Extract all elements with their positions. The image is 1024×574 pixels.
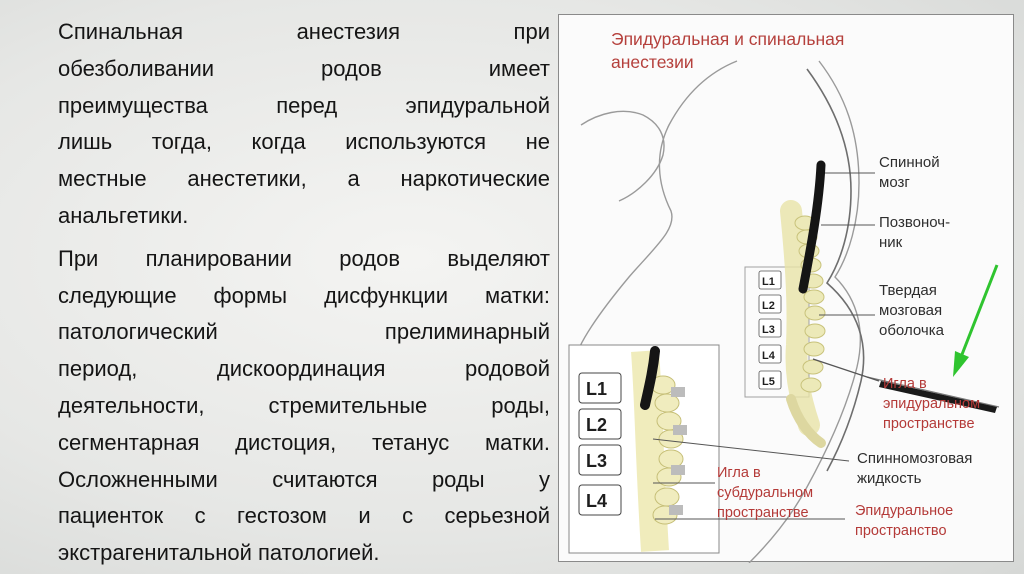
- label-spinal-cord: Спинной: [879, 154, 940, 171]
- label-spine: Позвоноч-: [879, 214, 950, 231]
- spinal-cord-catheter: [798, 160, 826, 294]
- text-line: сегментарная дистоция, тетанус матки.: [58, 429, 550, 455]
- text-line: период, дискоординация родовой: [58, 356, 550, 382]
- label-epidural-needle: пространстве: [883, 416, 975, 432]
- figure-title-line-1: Эпидуральная и спинальная: [611, 29, 844, 49]
- green-arrow-icon: [953, 264, 999, 377]
- label-spine: ник: [879, 234, 903, 251]
- text-line: обезболивании родов имеет: [58, 55, 550, 81]
- text-panel: Спинальная анестезия при обезболивании р…: [58, 14, 550, 572]
- vertebra-label-large: L3: [586, 451, 607, 471]
- anesthesia-figure: Эпидуральная и спинальная анестезии: [558, 14, 1014, 563]
- label-csf: жидкость: [857, 470, 922, 487]
- text-line: патологический прелиминарный: [58, 319, 550, 345]
- text-line: следующие формы дисфункции матки:: [58, 282, 550, 308]
- text-line: При планировании родов выделяют: [58, 245, 550, 271]
- text-line: пациенток с гестозом и с серьезной: [58, 503, 550, 529]
- text-line: Спинальная анестезия при: [58, 19, 550, 44]
- body-outline: [574, 60, 862, 563]
- text-line: анальгетики.: [58, 202, 189, 228]
- text-line: лишь тогда, когда используются не: [58, 129, 550, 155]
- text-line: деятельности, стремительные роды,: [58, 392, 550, 418]
- label-csf: Спинномозговая: [857, 450, 972, 467]
- paragraph-spinal-anesthesia: Спинальная анестезия при обезболивании р…: [58, 14, 550, 235]
- vertebra-label-small: L2: [762, 300, 775, 312]
- label-dura: оболочка: [879, 322, 945, 339]
- text-line: преимущества перед эпидуральной: [58, 92, 550, 118]
- label-dura: мозговая: [879, 302, 942, 319]
- text-line: экстрагенитальной патологией.: [58, 540, 380, 566]
- epidural-needle: [812, 358, 1000, 413]
- vertebra-label-small: L4: [762, 350, 776, 362]
- label-epidural-needle: Игла в: [883, 376, 927, 392]
- vertebra-label-large: L1: [586, 379, 607, 399]
- large-catheter: [640, 346, 660, 410]
- label-subdural-needle: пространстве: [717, 505, 809, 521]
- vertebra-label-small: L3: [762, 324, 775, 336]
- vertebra-label-large: L2: [586, 415, 607, 435]
- label-dura: Твердая: [879, 282, 937, 299]
- vertebra-label-large: L4: [586, 491, 607, 511]
- large-spine: L1 L2 L3 L4: [578, 346, 687, 552]
- label-epidural-space: Эпидуральное: [855, 503, 953, 519]
- vertebra-label-small: L1: [762, 276, 775, 288]
- label-leaders: [819, 172, 875, 316]
- paragraph-uterine-dysfunction: При планировании родов выделяют следующи…: [58, 241, 550, 572]
- text-line: местные анестетики, а наркотические: [58, 166, 550, 192]
- label-subdural-needle: Игла в: [717, 465, 761, 481]
- anesthesia-illustration: Эпидуральная и спинальная анестезии: [568, 29, 1000, 563]
- text-line: Осложненными считаются роды у: [58, 466, 550, 492]
- label-epidural-needle: эпидуральном: [883, 396, 980, 412]
- label-epidural-space: пространство: [855, 523, 947, 539]
- vertebra-label-small: L5: [762, 376, 775, 388]
- figure-title-line-2: анестезии: [611, 52, 694, 72]
- body-outline-right: [806, 68, 865, 472]
- label-subdural-needle: субдуральном: [717, 485, 813, 501]
- inset-leaders: [652, 438, 850, 520]
- label-spinal-cord: мозг: [879, 174, 910, 191]
